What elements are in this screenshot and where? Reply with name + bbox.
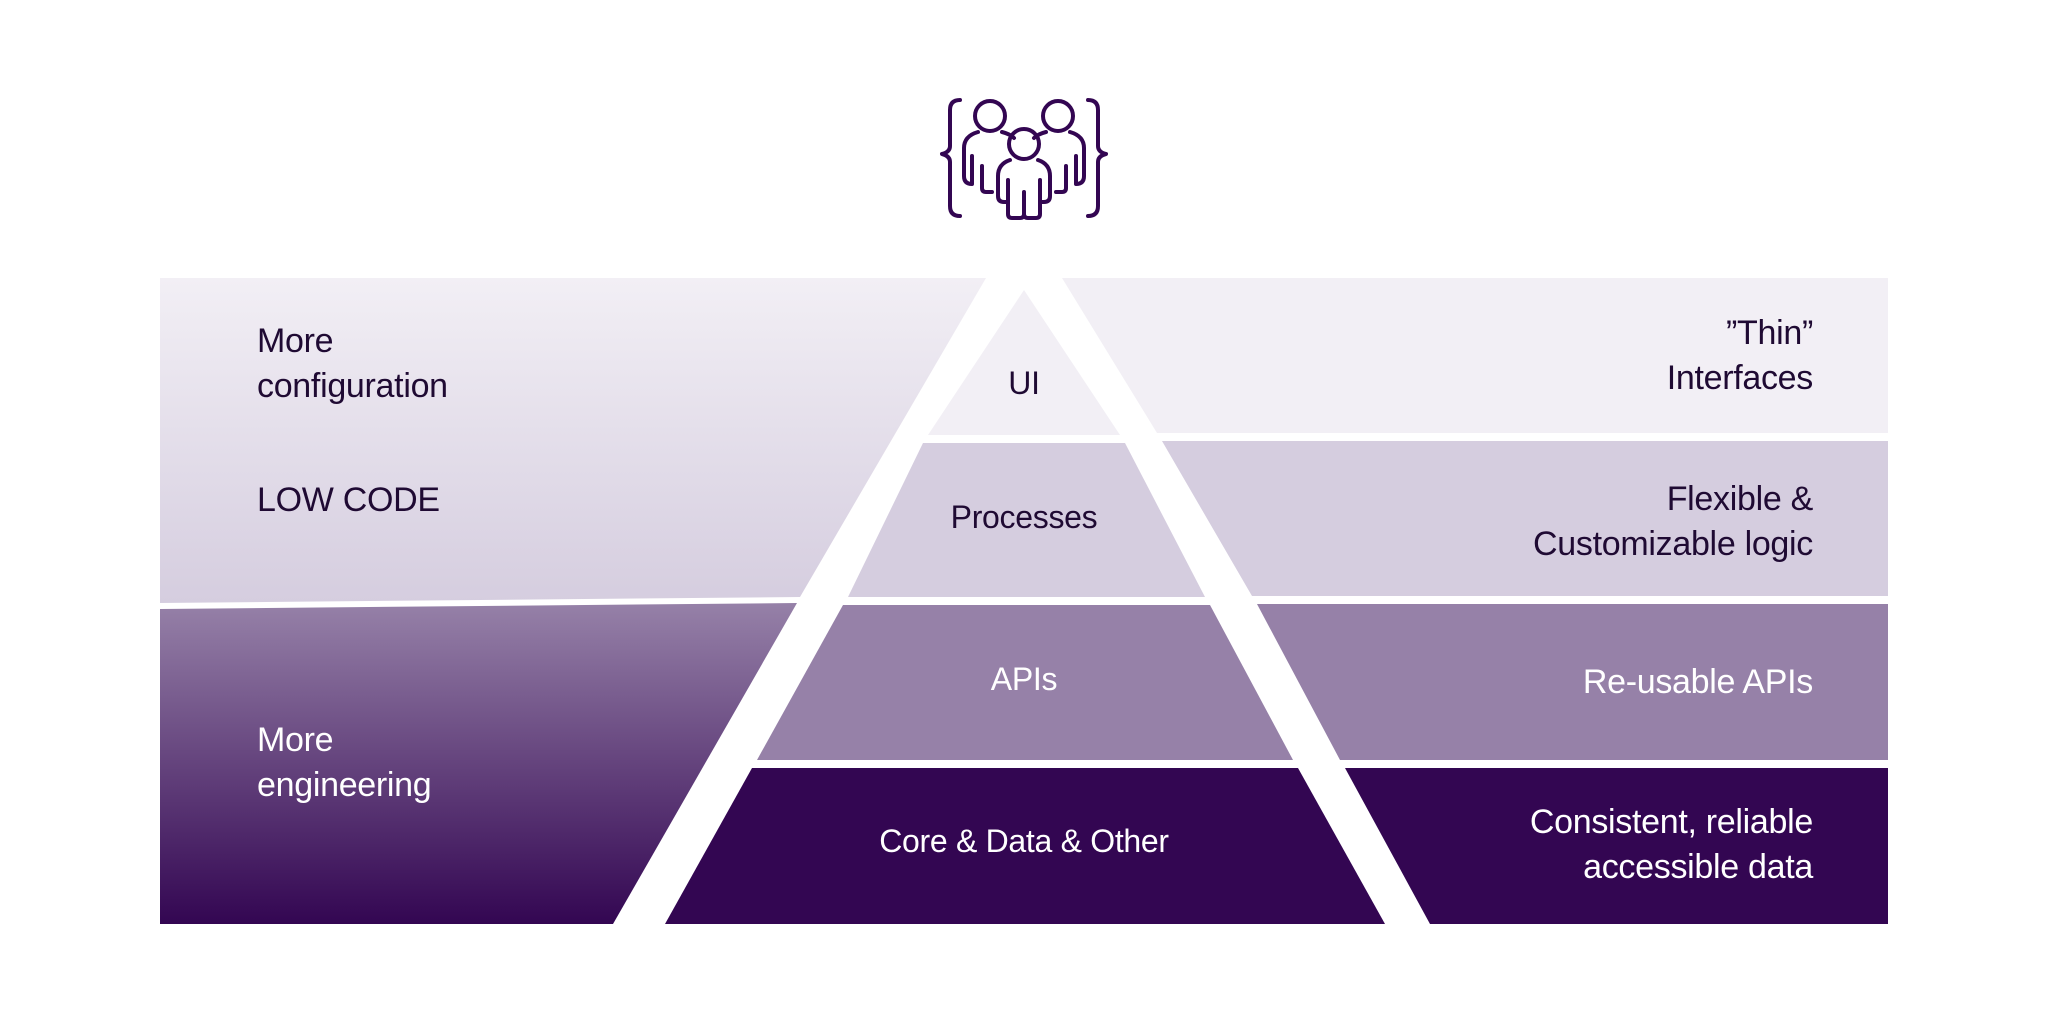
- pyramid-layer-ui: [928, 290, 1120, 435]
- layer-label-ui: UI: [1008, 365, 1040, 401]
- right-band-apis: [1257, 604, 1888, 760]
- pyramid-layer-processes: [848, 443, 1205, 597]
- more-engineering-line-1: More: [257, 721, 334, 759]
- right-band-ui: [1062, 278, 1888, 433]
- description-apis: Re-usable APIs: [1583, 660, 1813, 705]
- layer-label-core: Core & Data & Other: [879, 823, 1169, 859]
- description-core: Consistent, reliable accessible data: [1530, 800, 1813, 890]
- description-apis-line-1: Re-usable APIs: [1582, 663, 1813, 701]
- description-core-line-2: accessible data: [1583, 848, 1813, 886]
- right-brace-icon: [1086, 98, 1108, 218]
- left-brace-icon: [940, 98, 962, 218]
- right-band-processes: [1162, 441, 1888, 596]
- right-band-core: [1345, 768, 1888, 924]
- pyramid-layer-apis: [757, 605, 1293, 760]
- layer-label-processes: Processes: [950, 499, 1098, 535]
- more-engineering-label: More engineering: [257, 718, 432, 808]
- description-processes-line-1: Flexible &: [1666, 480, 1814, 518]
- more-engineering-line-2: engineering: [257, 766, 432, 804]
- layer-label-apis: APIs: [990, 661, 1058, 697]
- description-core-line-1: Consistent, reliable: [1529, 803, 1813, 841]
- more-configuration-label: More configuration: [257, 319, 448, 409]
- low-code-block: [160, 278, 986, 603]
- description-ui: ”Thin” Interfaces: [1666, 311, 1814, 401]
- description-ui-line-2: Interfaces: [1666, 359, 1814, 397]
- description-processes-line-2: Customizable logic: [1533, 525, 1813, 563]
- description-ui-line-1: ”Thin”: [1726, 314, 1813, 352]
- more-configuration-line-2: configuration: [257, 367, 448, 405]
- more-configuration-line-1: More: [257, 322, 334, 360]
- engineering-block: [160, 603, 797, 924]
- description-processes: Flexible & Customizable logic: [1533, 477, 1813, 567]
- team-people-icon: [938, 96, 1110, 220]
- pyramid-layer-core: [665, 768, 1385, 924]
- low-code-label: LOW CODE: [257, 481, 440, 519]
